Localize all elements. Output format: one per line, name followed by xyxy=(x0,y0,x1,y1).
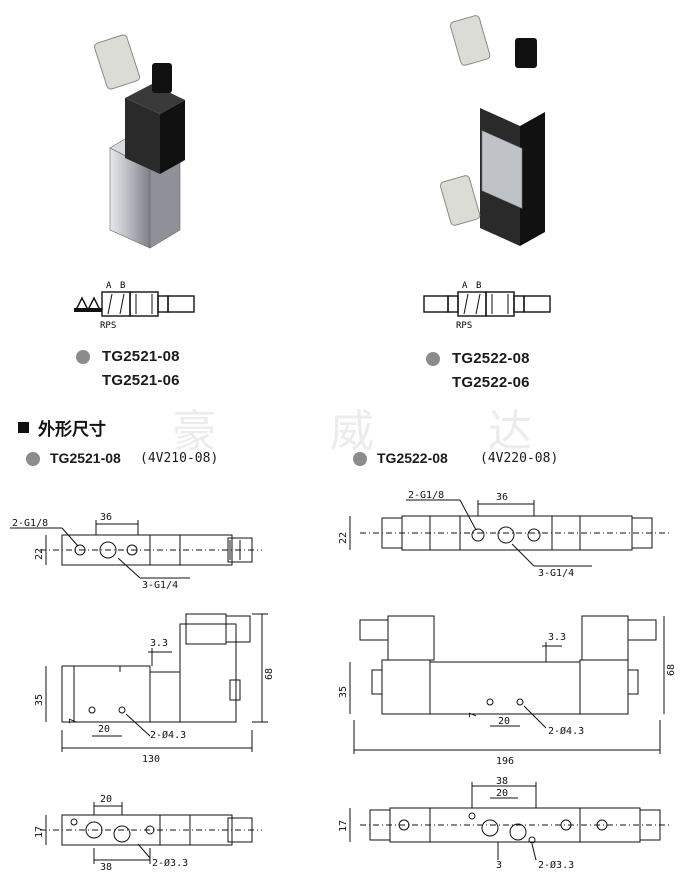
dim-label: 22 xyxy=(34,548,45,560)
dim-label: 20 xyxy=(100,794,112,805)
svg-text:RPS: RPS xyxy=(456,321,472,331)
dim-label: 36 xyxy=(100,512,112,523)
dim-label: 2-Ø4.3 xyxy=(150,729,186,741)
watermark-char: 达 xyxy=(488,406,532,457)
variant-alt: (4V220-08) xyxy=(480,451,559,466)
svg-text:B: B xyxy=(120,281,125,291)
dim-label: 3-G1/4 xyxy=(142,580,178,591)
dim-label: 7 xyxy=(68,718,79,724)
section-marker xyxy=(18,422,29,433)
watermark-char: 豪 xyxy=(172,406,216,457)
bottom-view-right xyxy=(349,782,670,861)
dim-label: 68 xyxy=(666,664,677,676)
dim-label: 2-Ø3.3 xyxy=(538,859,574,871)
dim-label: 22 xyxy=(338,532,349,544)
model-bullet xyxy=(426,352,440,366)
valve-photo-single xyxy=(93,34,185,249)
dim-label: 38 xyxy=(100,862,112,873)
dim-label: 35 xyxy=(338,686,349,698)
model-label: TG2521-08 xyxy=(102,348,180,365)
dim-label: 20 xyxy=(98,724,110,735)
model-label: TG2521-06 xyxy=(102,372,180,389)
variant-model: TG2522-08 xyxy=(377,450,448,466)
dim-label: 2-Ø4.3 xyxy=(548,725,584,737)
valve-symbol-double: A B RPS xyxy=(423,281,551,331)
svg-text:RPS: RPS xyxy=(100,321,116,331)
dim-label: 38 xyxy=(496,776,508,787)
section-title: 外形尺寸 xyxy=(38,420,106,440)
dimension-drawing-left: 2-G1/8 36 22 3-G1/4 3.3 35 68 7 20 2-Ø4.… xyxy=(10,512,275,873)
variant-bullet xyxy=(353,452,367,466)
dim-label: 2-G1/8 xyxy=(408,490,444,501)
valve-symbol-single: A B RPS xyxy=(74,281,195,331)
dim-label: 36 xyxy=(496,492,508,503)
model-label: TG2522-06 xyxy=(452,374,530,391)
model-bullet xyxy=(76,350,90,364)
side-view-left xyxy=(45,613,268,752)
side-view-right xyxy=(349,615,665,754)
top-view-left xyxy=(10,520,262,579)
dimension-drawing-right: 2-G1/8 36 22 3-G1/4 3.3 35 68 7 20 2-Ø4.… xyxy=(338,490,677,871)
dim-label: 2-G1/8 xyxy=(12,518,48,529)
dim-label: 17 xyxy=(338,820,349,832)
variant-bullet xyxy=(26,452,40,466)
dim-label: 35 xyxy=(34,694,45,706)
variant-alt: (4V210-08) xyxy=(140,451,219,466)
dim-label: 2-Ø3.3 xyxy=(152,857,188,869)
dim-label: 3 xyxy=(496,860,502,871)
dim-label: 3.3 xyxy=(548,632,566,643)
svg-text:B: B xyxy=(476,281,481,291)
svg-text:A: A xyxy=(462,281,468,291)
dim-label: 68 xyxy=(264,668,275,680)
bottom-view-left xyxy=(40,802,262,864)
dim-label: 20 xyxy=(498,716,510,727)
dim-label: 3-G1/4 xyxy=(538,568,574,579)
variant-model: TG2521-08 xyxy=(50,450,121,466)
watermark-char: 威 xyxy=(330,406,374,457)
dim-label: 7 xyxy=(468,712,479,718)
dim-label: 20 xyxy=(496,788,508,799)
dim-label: 196 xyxy=(496,756,514,767)
top-view-right xyxy=(349,499,670,567)
dim-label: 17 xyxy=(34,826,45,838)
valve-photo-double xyxy=(439,15,545,246)
dim-label: 3.3 xyxy=(150,638,168,649)
dim-label: 130 xyxy=(142,754,160,765)
model-label: TG2522-08 xyxy=(452,350,530,367)
svg-text:A: A xyxy=(106,281,112,291)
